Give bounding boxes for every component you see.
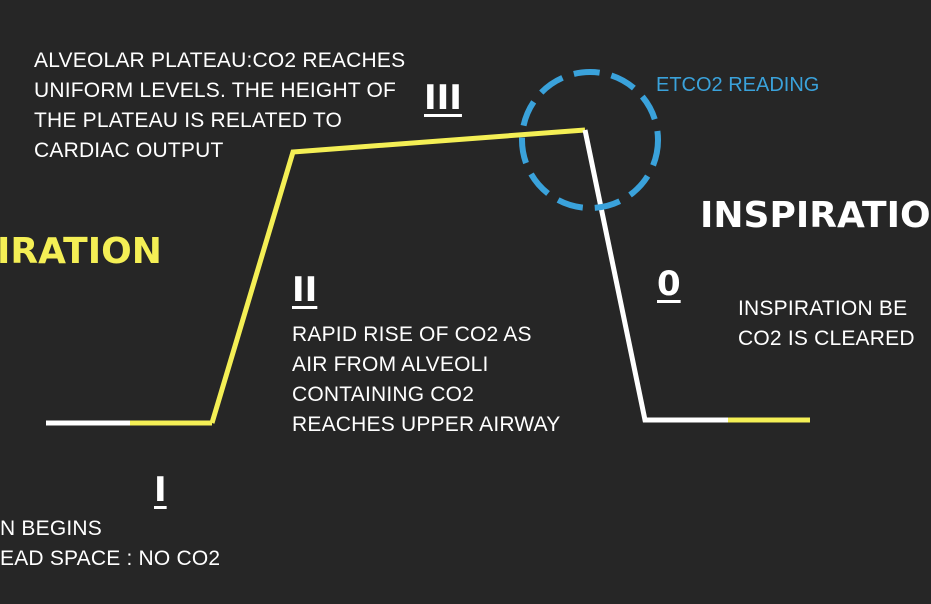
capnogram-waveform — [46, 69, 810, 426]
phase-1-line: EAD SPACE : NO CO2 — [0, 547, 221, 570]
capnography-diagram: ALVEOLAR PLATEAU:CO2 REACHES UNIFORM LEV… — [0, 46, 931, 574]
expiration-label: IRATION — [0, 231, 162, 272]
phase-0-description: INSPIRATION BE CO2 IS CLEARED — [738, 294, 915, 354]
phase-2-line: RAPID RISE OF CO2 AS — [292, 323, 532, 346]
phase-2-description: RAPID RISE OF CO2 AS AIR FROM ALVEOLI CO… — [292, 320, 561, 440]
phase-2-line: AIR FROM ALVEOLI — [292, 353, 489, 376]
phase-3-line: CARDIAC OUTPUT — [34, 139, 224, 162]
etco2-reading-circle — [519, 69, 661, 211]
phase-2-numeral: II — [292, 270, 318, 310]
phase-2-line: CONTAINING CO2 — [292, 383, 475, 406]
phase-0-line: CO2 IS CLEARED — [738, 327, 915, 350]
phase-3-description: ALVEOLAR PLATEAU:CO2 REACHES UNIFORM LEV… — [34, 46, 405, 166]
phase-3-line: UNIFORM LEVELS. THE HEIGHT OF — [34, 79, 397, 102]
phase-0-line: INSPIRATION BE — [738, 297, 908, 320]
upstroke-plateau-segment — [209, 127, 586, 424]
phase-1-line: N BEGINS — [0, 517, 102, 540]
phase-1-numeral: I — [154, 470, 167, 510]
phase-2-line: REACHES UPPER AIRWAY — [292, 413, 561, 436]
phase-3-numeral: III — [424, 78, 462, 118]
phase-3-line: THE PLATEAU IS RELATED TO — [34, 109, 343, 132]
phase-0-numeral: 0 — [657, 264, 681, 304]
etco2-reading-label: ETCO2 READING — [656, 74, 820, 96]
phase-3-line: ALVEOLAR PLATEAU:CO2 REACHES — [34, 49, 406, 72]
inspiration-label: INSPIRATIO — [700, 195, 931, 236]
phase-1-description: N BEGINS EAD SPACE : NO CO2 — [0, 514, 220, 574]
inspiration-downstroke-segment — [582, 129, 728, 423]
